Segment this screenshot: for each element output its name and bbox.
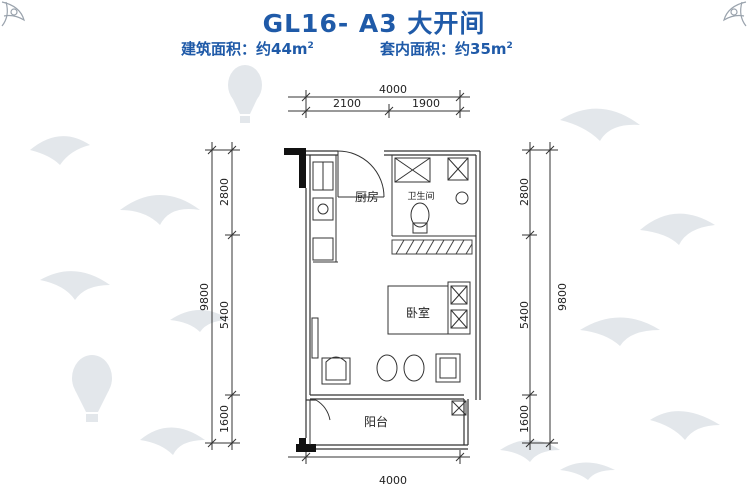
net-area-label: 套内面积：约35m2 [380, 40, 513, 58]
room-label-kitchen: 厨房 [355, 189, 379, 204]
dining-set [311, 317, 461, 385]
hot-air-balloon-icon [228, 65, 262, 123]
room-label-bedroom: 卧室 [406, 305, 430, 320]
bird-silhouette-icon [30, 108, 720, 480]
dim-top-total: 4000 [379, 83, 407, 96]
corner-ornament-icon [1, 1, 25, 27]
wardrobe [391, 239, 473, 255]
gross-area-label: 建筑面积：约44m2 [181, 40, 314, 58]
balcony-fixtures [309, 399, 467, 445]
bathroom-fixtures [391, 155, 476, 237]
hot-air-balloon-icon [72, 355, 112, 422]
room-label-bathroom: 卫生间 [407, 190, 434, 202]
dim-left-total: 9800 [198, 283, 211, 311]
kitchen-fixtures [312, 150, 385, 263]
corner-ornament-icon [723, 1, 747, 27]
dimension-lines [205, 90, 558, 464]
plan-title: GL16- A3 大开间 [262, 9, 486, 38]
dim-right-bottom: 1600 [518, 405, 531, 433]
dim-right-middle: 5400 [518, 301, 531, 329]
dim-top-left: 2100 [333, 97, 361, 110]
dim-bottom-total: 4000 [379, 474, 407, 487]
room-label-balcony: 阳台 [364, 414, 388, 429]
dim-right-top: 2800 [518, 178, 531, 206]
dim-left-bottom: 1600 [218, 405, 231, 433]
bed [387, 281, 471, 335]
dim-left-middle: 5400 [218, 301, 231, 329]
dim-top-right: 1900 [412, 97, 440, 110]
dim-left-top: 2800 [218, 178, 231, 206]
walls [284, 148, 481, 452]
dim-right-total: 9800 [556, 283, 569, 311]
